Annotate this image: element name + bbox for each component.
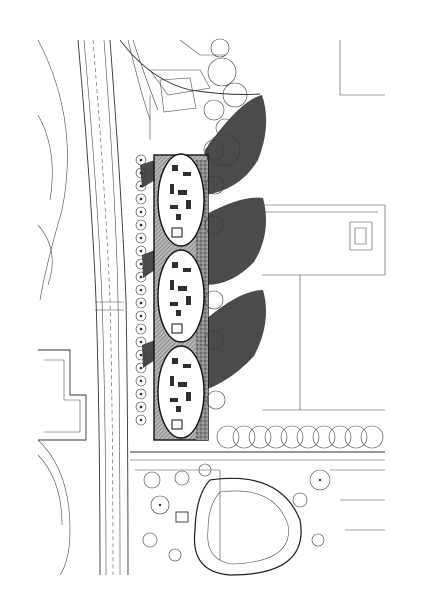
- street-tree: [135, 414, 147, 426]
- pod-north: [157, 153, 205, 247]
- south-tree-row: [216, 425, 384, 449]
- north-site-features: [119, 38, 385, 140]
- building-shadows: [140, 95, 267, 390]
- east-site-features: [262, 204, 386, 411]
- street-tree: [135, 362, 147, 374]
- street-tree-trunk: [139, 340, 143, 344]
- street-tree: [135, 271, 147, 283]
- street-tree-trunk: [139, 288, 143, 292]
- street-tree-trunk: [139, 184, 143, 188]
- plaza-tree: [360, 425, 384, 449]
- street-tree-trunk: [139, 301, 143, 305]
- street-tree-trunk: [139, 262, 143, 266]
- street-tree-trunk: [139, 405, 143, 409]
- street-tree-trunk: [139, 236, 143, 240]
- street-tree-trunk: [139, 171, 143, 175]
- street-tree-trunk: [139, 327, 143, 331]
- south-plaza: [130, 451, 385, 576]
- street-tree: [135, 336, 147, 348]
- street-tree-trunk: [139, 249, 143, 253]
- east-trees: [203, 133, 241, 410]
- west-landscape-curves: [37, 39, 87, 576]
- street-tree-row: [135, 154, 147, 426]
- street-tree-trunk: [139, 223, 143, 227]
- plaza-tree: [216, 425, 240, 449]
- street-tree-trunk: [139, 379, 143, 383]
- plaza-tree: [312, 425, 336, 449]
- street-tree-trunk: [139, 210, 143, 214]
- street-tree: [135, 245, 147, 257]
- street-tree-trunk: [139, 158, 143, 162]
- street-tree: [135, 284, 147, 296]
- street-tree-trunk: [139, 314, 143, 318]
- pod-middle: [157, 249, 205, 343]
- street-tree-trunk: [139, 392, 143, 396]
- street-tree: [135, 375, 147, 387]
- street-tree-trunk: [139, 353, 143, 357]
- street-tree-trunk: [139, 275, 143, 279]
- street-tree: [135, 297, 147, 309]
- street-tree: [135, 154, 147, 166]
- street-tree: [135, 206, 147, 218]
- street-tree: [135, 232, 147, 244]
- street-tree: [135, 349, 147, 361]
- street-tree-trunk: [139, 197, 143, 201]
- plaza-tree: [264, 425, 288, 449]
- plaza-tree: [344, 425, 368, 449]
- street-tree-trunk: [139, 418, 143, 422]
- street-tree: [135, 219, 147, 231]
- plaza-tree: [248, 425, 272, 449]
- street-tree: [135, 180, 147, 192]
- plaza-tree: [328, 425, 352, 449]
- plaza-tree: [280, 425, 304, 449]
- street-tree: [135, 193, 147, 205]
- pod-south: [157, 345, 205, 439]
- street-tree: [135, 401, 147, 413]
- street-tree: [135, 388, 147, 400]
- street-tree: [135, 310, 147, 322]
- plaza-tree: [296, 425, 320, 449]
- main-road: [77, 39, 159, 576]
- street-tree: [135, 167, 147, 179]
- building-pods: [157, 153, 205, 439]
- street-tree: [135, 258, 147, 270]
- street-tree-trunk: [139, 366, 143, 370]
- plaza-tree: [232, 425, 256, 449]
- street-tree: [135, 323, 147, 335]
